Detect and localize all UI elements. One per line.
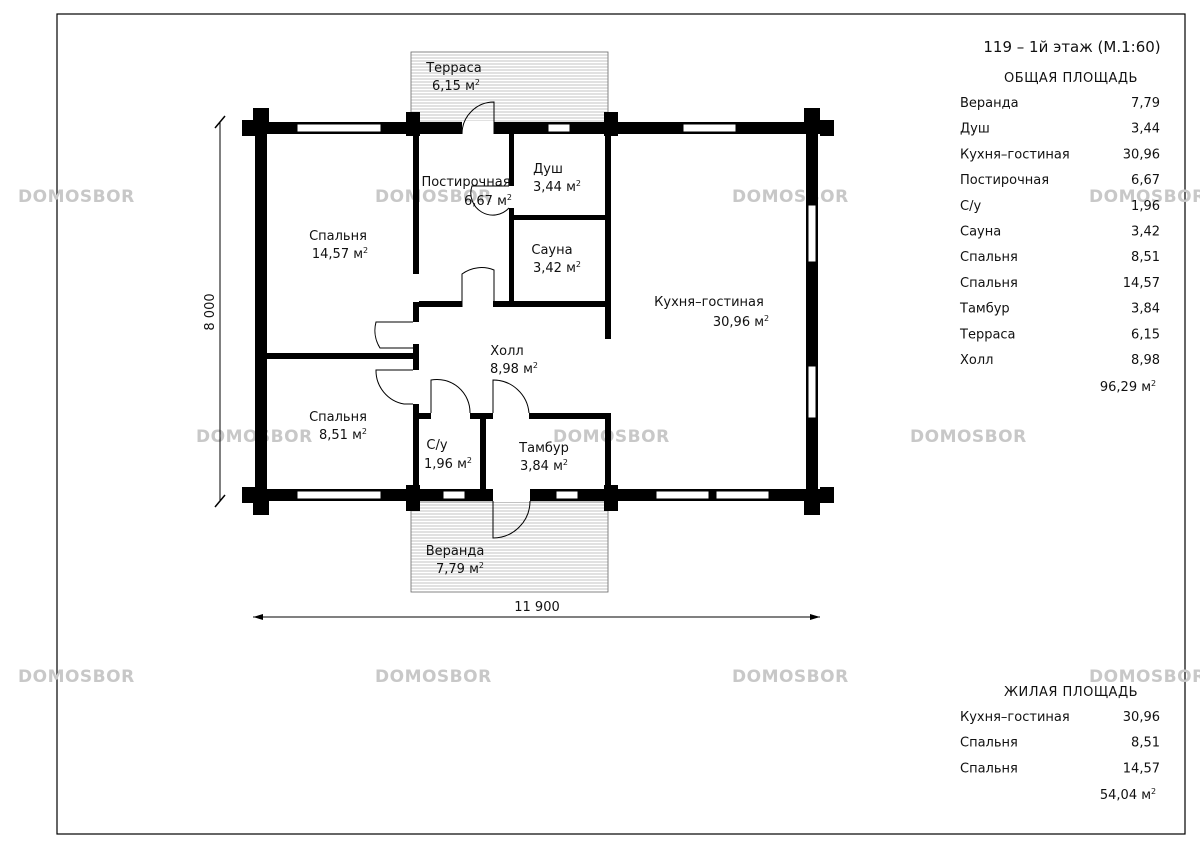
room-labels: Терраса 6,15 м2 Постирочная 6,67 м2 Душ … [309,61,769,577]
room-area: 1,96 м2 [424,456,472,472]
table-row-name: Спальня [960,250,1018,265]
table-row-name: Тамбур [959,302,1010,317]
dimension-width: 11 900 [514,600,560,615]
watermark: DOMOSBOR [375,187,492,207]
table-row-name: Терраса [959,327,1016,342]
table-row-name: Спальня [960,761,1018,776]
room-name: Спальня [309,410,367,425]
table-row-value: 3,44 [1131,122,1160,137]
table-row-value: 14,57 [1123,276,1160,291]
windows [296,121,817,502]
room-area: 3,84 м2 [520,458,568,474]
room-area: 6,15 м2 [432,78,480,94]
interior-walls [267,134,611,489]
watermark: DOMOSBOR [375,667,492,687]
table-row-value: 30,96 [1123,710,1160,725]
table-row-name: Кухня–гостиная [960,710,1070,725]
room-area: 7,79 м2 [436,561,484,577]
room-area: 8,98 м2 [490,361,538,377]
door-swings [374,101,531,539]
room-area: 3,44 м2 [533,179,581,195]
table-row-value: 1,96 [1131,199,1160,214]
dimension-lines: 8 000 11 900 [203,115,820,620]
living-area-header: ЖИЛАЯ ПЛОЩАДЬ [1004,685,1138,700]
room-name: Тамбур [518,441,569,456]
room-area: 3,42 м2 [533,260,581,276]
living-area-sum: 54,04 м2 [1100,787,1156,803]
table-row-name: Веранда [960,96,1019,111]
watermark: DOMOSBOR [732,667,849,687]
table-row-name: Спальня [960,276,1018,291]
table-row-value: 30,96 [1123,147,1160,162]
total-area-sum: 96,29 м2 [1100,379,1156,395]
watermark: DOMOSBOR [732,187,849,207]
table-row-name: Постирочная [960,173,1049,188]
table-row-value: 8,51 [1131,736,1160,751]
room-area: 8,51 м2 [319,427,367,443]
room-area: 6,67 м2 [464,193,512,209]
living-area-table: ЖИЛАЯ ПЛОЩАДЬ Кухня–гостиная 30,96Спальня… [960,685,1160,803]
drawing-title: 119 – 1й этаж (М.1:60) [983,38,1160,56]
watermark: DOMOSBOR [910,427,1027,447]
watermark: DOMOSBOR [18,667,135,687]
table-row-name: Холл [960,353,993,368]
table-row-value: 7,79 [1131,96,1160,111]
room-area: 14,57 м2 [312,246,368,262]
room-name: Терраса [425,61,482,76]
table-row-value: 3,42 [1131,225,1160,240]
room-name: Сауна [531,243,572,258]
room-name: Веранда [426,544,485,559]
table-row-name: Кухня–гостиная [960,147,1070,162]
watermark: DOMOSBOR [553,427,670,447]
dimension-height: 8 000 [203,293,218,330]
table-row-name: Сауна [960,225,1001,240]
room-area: 30,96 м2 [713,314,769,330]
watermark: DOMOSBOR [18,187,135,207]
table-row-name: Спальня [960,736,1018,751]
watermark: DOMOSBOR [1089,187,1200,207]
watermark: DOMOSBOR [196,427,313,447]
watermarks: DOMOSBOR DOMOSBOR DOMOSBOR DOMOSBOR DOMO… [18,187,1200,687]
room-name: Спальня [309,229,367,244]
table-row-value: 8,51 [1131,250,1160,265]
table-row-value: 14,57 [1123,761,1160,776]
table-row-value: 6,67 [1131,173,1160,188]
sheet-frame [56,13,1186,835]
terrace-deck [410,51,609,125]
table-row-value: 3,84 [1131,302,1160,317]
table-row-name: Душ [960,122,990,137]
table-row-value: 8,98 [1131,353,1160,368]
room-name: Постирочная [421,175,510,190]
room-name: Холл [490,344,523,359]
table-row-name: С/у [960,199,981,214]
table-row-value: 6,15 [1131,327,1160,342]
room-name: Кухня–гостиная [654,295,764,310]
room-name: С/у [426,438,447,453]
room-name: Душ [533,162,563,177]
total-area-header: ОБЩАЯ ПЛОЩАДЬ [1004,71,1138,86]
watermark: DOMOSBOR [1089,667,1200,687]
